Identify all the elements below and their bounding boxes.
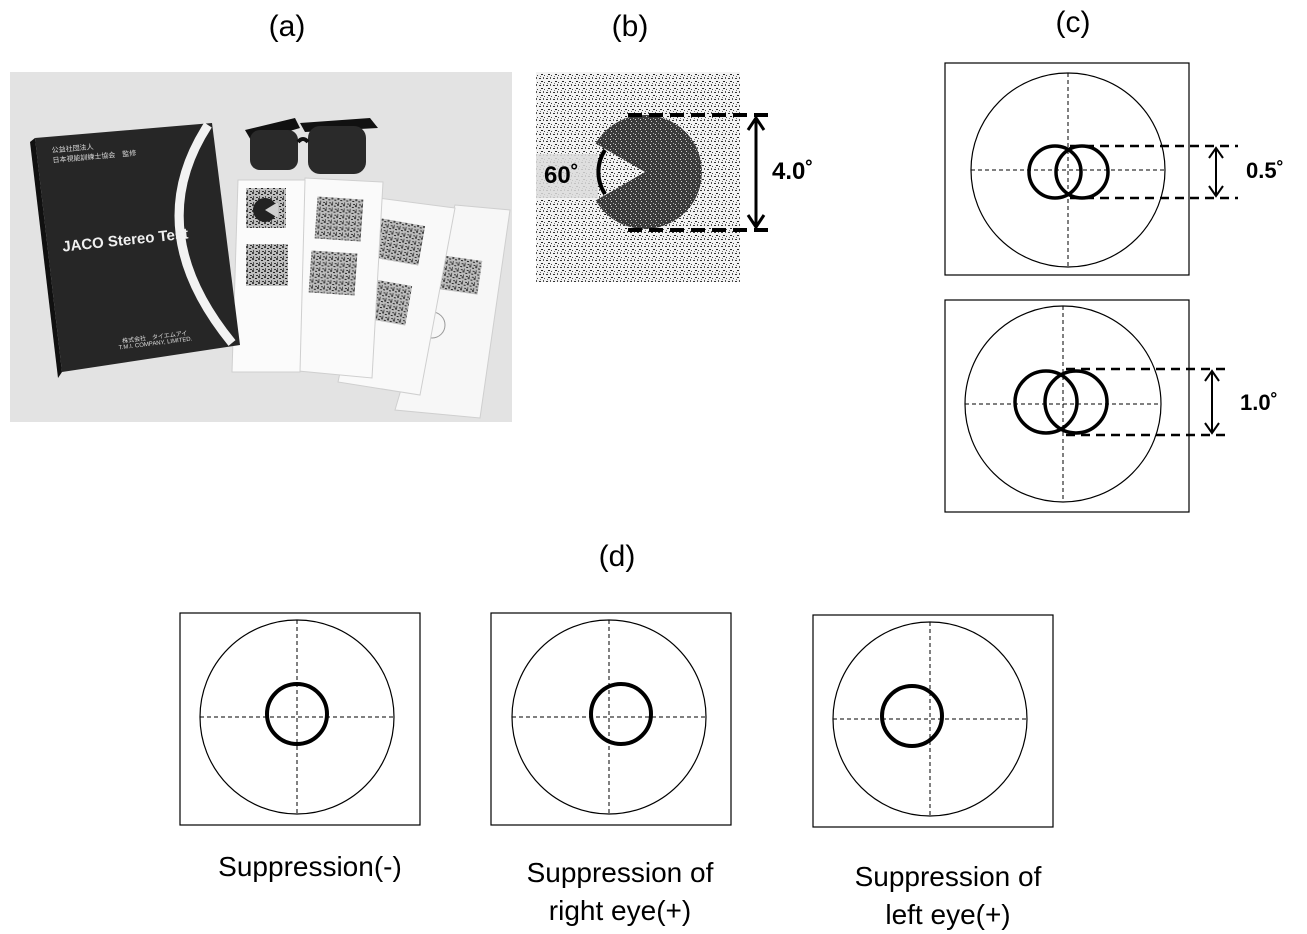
test-plate-2 bbox=[287, 177, 384, 379]
angle-arc bbox=[596, 148, 607, 196]
caption-line-2: right eye(+) bbox=[548, 895, 692, 926]
box-title: JACO Stereo Test bbox=[61, 225, 189, 256]
suppression-plate-none bbox=[179, 612, 421, 826]
shifted-ring-right bbox=[589, 682, 653, 746]
disparity-label-1-0: 1.0˚ bbox=[1240, 390, 1278, 415]
suppression-plate-right-eye bbox=[490, 612, 732, 826]
test-plate-3 bbox=[337, 197, 456, 396]
disparity-plate-0-5 bbox=[944, 62, 1238, 276]
suppression-plate-left-eye bbox=[812, 614, 1054, 828]
caption-suppression-left: Suppression of left eye(+) bbox=[798, 858, 1098, 934]
disparity-label-0-5: 0.5˚ bbox=[1246, 158, 1284, 183]
box-header: 公益社団法人 日本視能訓練士協会 監修 bbox=[51, 138, 136, 165]
caption-suppression-right: Suppression of right eye(+) bbox=[470, 854, 770, 930]
caption-line-2: left eye(+) bbox=[885, 899, 1011, 930]
caption-line-1: Suppression of bbox=[854, 861, 1042, 892]
panel-a-label: (a) bbox=[268, 10, 306, 43]
test-plate-4 bbox=[394, 204, 511, 419]
ring-right bbox=[1043, 369, 1109, 435]
disparity-plate-1-0 bbox=[944, 299, 1228, 513]
angle-label: 60˚ bbox=[544, 162, 579, 189]
ring-left bbox=[1013, 369, 1079, 435]
caption-line-1: Suppression(-) bbox=[218, 851, 402, 882]
ring-left bbox=[1027, 144, 1083, 200]
panel-c-label: (c) bbox=[1055, 6, 1091, 39]
ring-right bbox=[1054, 144, 1110, 200]
panel-b-label: (b) bbox=[611, 10, 649, 43]
box-publisher: 株式会社 タイエムアイ T.M.I. COMPANY, LIMITED. bbox=[117, 328, 192, 351]
caption-line-1: Suppression of bbox=[526, 857, 714, 888]
caption-suppression-none: Suppression(-) bbox=[160, 848, 460, 886]
panel-d-label: (d) bbox=[598, 540, 636, 573]
pacman-figure bbox=[595, 115, 702, 229]
shifted-ring-left bbox=[880, 684, 944, 748]
size-label: 4.0˚ bbox=[772, 158, 814, 185]
polarized-glasses bbox=[245, 118, 378, 174]
test-plate-1 bbox=[231, 179, 306, 373]
fused-ring bbox=[265, 682, 329, 746]
